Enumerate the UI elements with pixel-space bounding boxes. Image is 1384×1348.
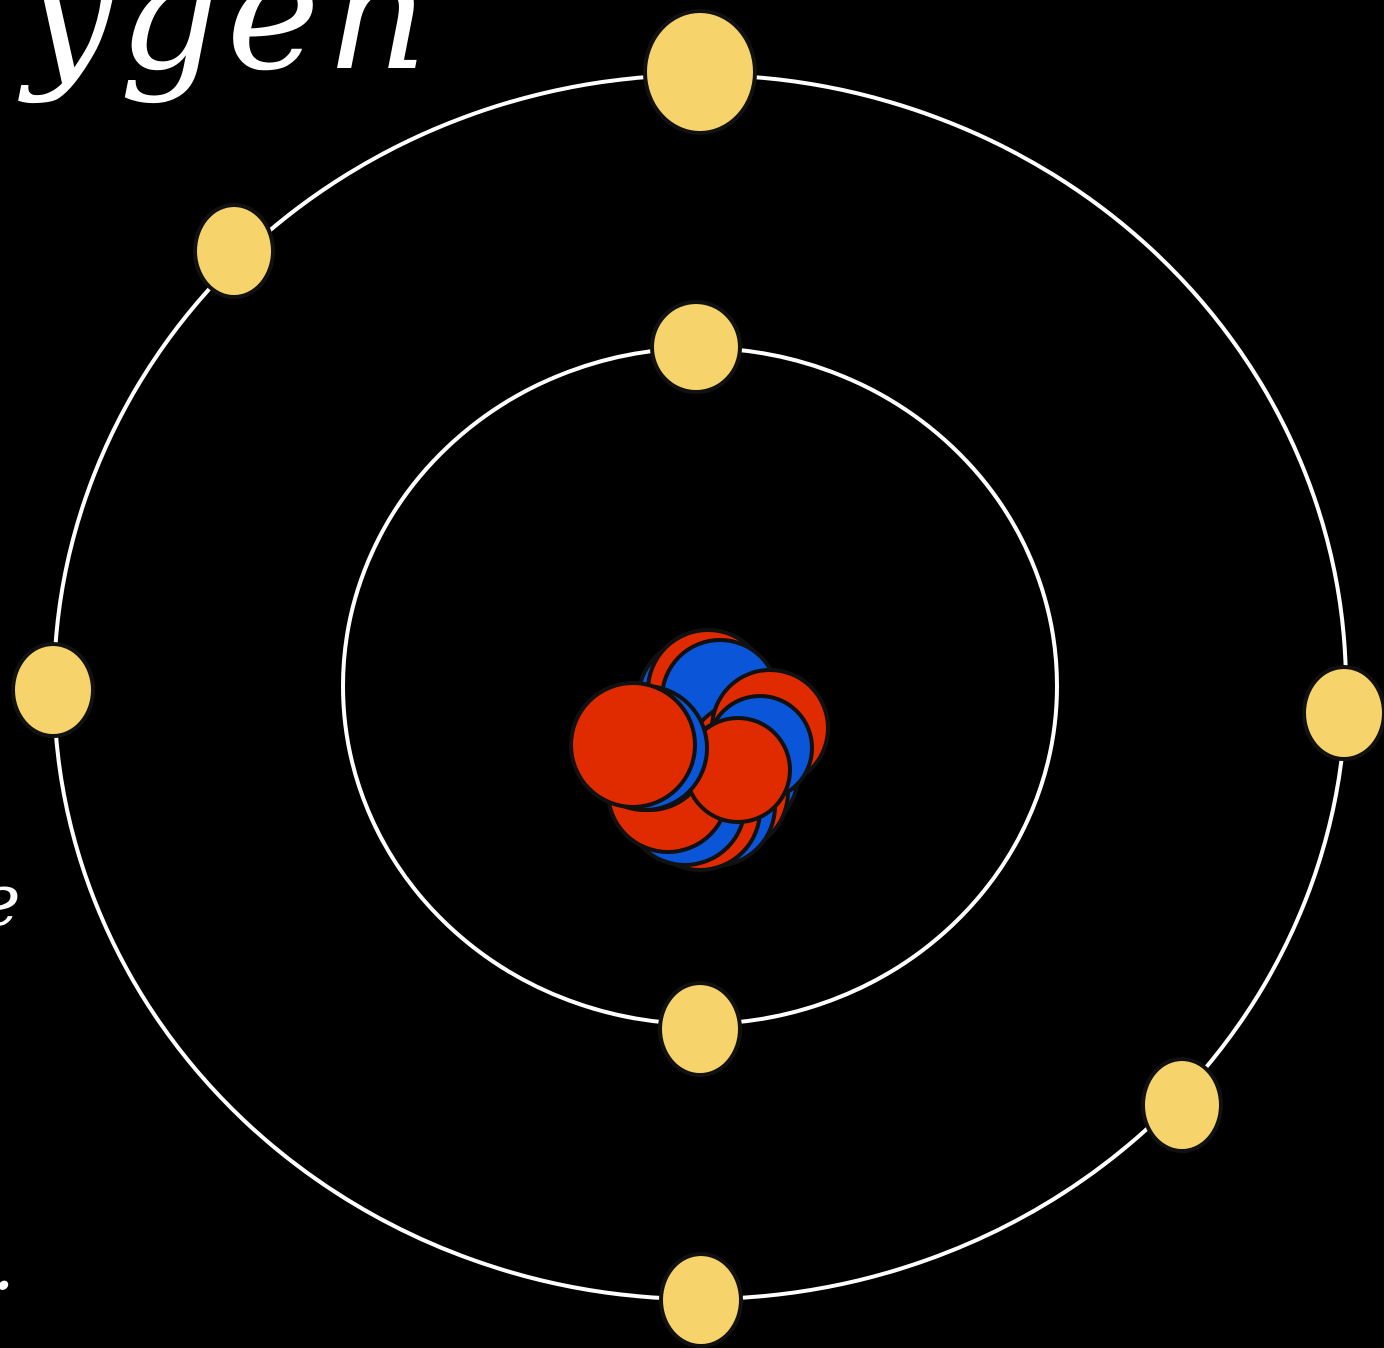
electron	[661, 1254, 741, 1346]
nucleus	[571, 630, 828, 870]
electron	[660, 983, 740, 1075]
electron	[652, 302, 740, 392]
electron	[1304, 667, 1384, 759]
electron	[195, 205, 273, 297]
electron	[645, 11, 755, 133]
electron	[1143, 1059, 1221, 1151]
electron	[13, 644, 93, 736]
proton	[571, 683, 695, 807]
